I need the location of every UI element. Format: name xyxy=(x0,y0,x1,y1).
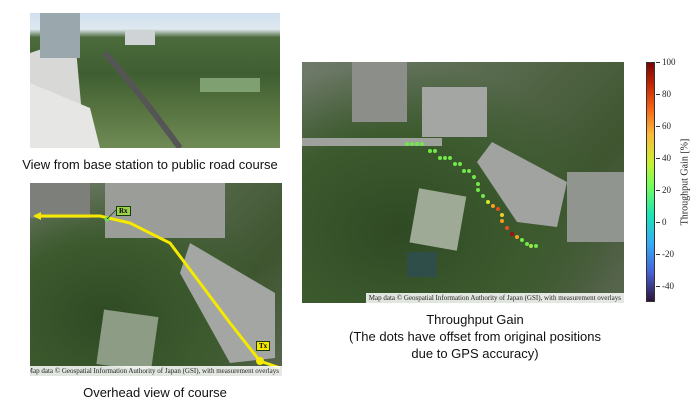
colorbar-tick-label: 0 xyxy=(662,217,667,227)
gain-dot xyxy=(453,162,457,166)
photo-caption: View from base station to public road co… xyxy=(22,157,278,172)
gain-dot xyxy=(500,213,504,217)
gain-dot xyxy=(505,226,509,230)
gain-caption-note-2: due to GPS accuracy) xyxy=(411,346,539,361)
gain-dot xyxy=(510,232,514,236)
gain-dot xyxy=(415,142,419,146)
colorbar-tick-label: 40 xyxy=(662,153,671,163)
colorbar-label: Throughput Gain [%] xyxy=(679,138,691,226)
gain-dot xyxy=(481,194,485,198)
gain-dot xyxy=(410,142,414,146)
gain-dot xyxy=(534,244,538,248)
map-credit: Map data © Geospatial Information Author… xyxy=(30,366,282,376)
tx-label: Tx xyxy=(256,341,271,351)
throughput-gain-map: Map data © Geospatial Information Author… xyxy=(302,62,624,303)
gain-dots-overlay xyxy=(302,62,624,277)
colorbar xyxy=(646,62,655,302)
gain-dot xyxy=(448,156,452,160)
gain-dot xyxy=(515,235,519,239)
colorbar-tick xyxy=(656,94,660,95)
gain-dot xyxy=(476,188,480,192)
gain-dot xyxy=(496,207,500,211)
gain-caption-note: (The dots have offset from original posi… xyxy=(349,329,601,344)
colorbar-tick-label: 20 xyxy=(662,185,671,195)
gain-dot xyxy=(438,156,442,160)
gain-dot xyxy=(462,169,466,173)
gain-caption-title: Throughput Gain xyxy=(426,312,524,327)
gain-dot xyxy=(443,156,447,160)
base-station-view-photo xyxy=(30,13,280,148)
map-credit: Map data © Geospatial Information Author… xyxy=(365,293,624,303)
photo-scene xyxy=(30,13,260,148)
overhead-course-map: Rx Tx Map data © Geospatial Information … xyxy=(30,183,282,376)
gain-dot xyxy=(458,162,462,166)
route-arrow-icon xyxy=(33,212,41,220)
gain-dot xyxy=(500,219,504,223)
gain-dot xyxy=(529,244,533,248)
colorbar-tick xyxy=(656,286,660,287)
overhead-caption: Overhead view of course xyxy=(83,385,227,400)
tx-marker-icon xyxy=(256,357,264,365)
gain-dot xyxy=(433,149,437,153)
gain-dot xyxy=(472,175,476,179)
colorbar-tick xyxy=(656,62,660,63)
gain-dot xyxy=(520,238,524,242)
gain-caption: Throughput Gain (The dots have offset fr… xyxy=(325,311,625,362)
colorbar-tick xyxy=(656,190,660,191)
gain-dot xyxy=(420,142,424,146)
route-overlay xyxy=(30,183,281,372)
gain-dot xyxy=(486,200,490,204)
gain-dot xyxy=(491,204,495,208)
gain-dot xyxy=(428,149,432,153)
gain-dot xyxy=(467,169,471,173)
colorbar-tick-label: 100 xyxy=(662,57,676,67)
colorbar-tick xyxy=(656,158,660,159)
colorbar-tick xyxy=(656,222,660,223)
colorbar-tick xyxy=(656,254,660,255)
colorbar-tick-label: -20 xyxy=(662,249,674,259)
gain-dot xyxy=(476,182,480,186)
colorbar-tick-label: 60 xyxy=(662,121,671,131)
colorbar-tick xyxy=(656,126,660,127)
route-line xyxy=(35,214,281,370)
gain-dot xyxy=(525,242,529,246)
colorbar-tick-label: -40 xyxy=(662,281,674,291)
colorbar-tick-label: 80 xyxy=(662,89,671,99)
rx-label: Rx xyxy=(116,206,131,216)
gain-dot xyxy=(405,142,409,146)
